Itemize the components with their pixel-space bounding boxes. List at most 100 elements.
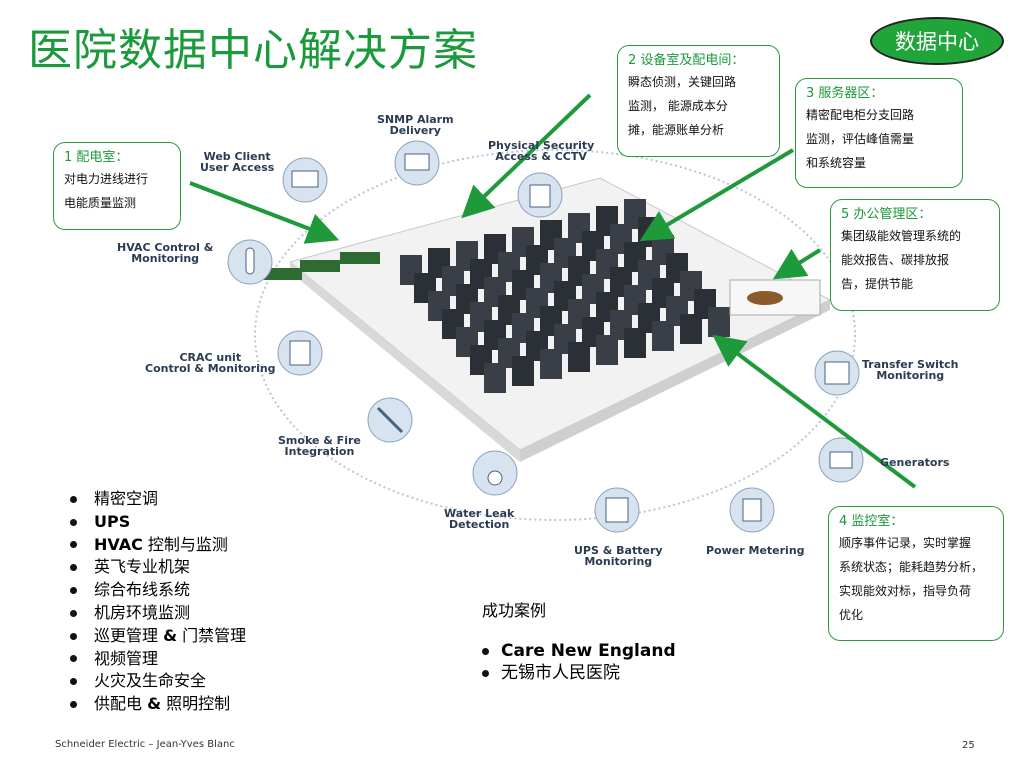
transfer-switch-icon xyxy=(814,350,860,396)
hvac-icon xyxy=(227,239,273,285)
server-racks xyxy=(400,199,730,393)
ups-battery-label: UPS & Battery Monitoring xyxy=(574,544,663,568)
feature-text: 综合布线系统 xyxy=(94,580,191,600)
generator-icon xyxy=(818,437,864,483)
hvac-label: HVAC Control & Monitoring xyxy=(117,241,214,265)
feature-text: 门禁管理 xyxy=(177,625,247,645)
cases-heading: 成功案例 xyxy=(482,601,547,620)
callout-server-area: 3 服务器区： 精密配电柜分支回路 监测，评估峰值需量 和系统容量 xyxy=(795,78,963,188)
bullet-icon xyxy=(482,647,489,655)
snmp-label: SNMP Alarm Delivery xyxy=(377,113,454,137)
feature-text: 机房环境监测 xyxy=(94,602,191,622)
callout-line: 告，提供节能 xyxy=(841,277,914,291)
callout-line: 实现能效对标，指导负荷 xyxy=(839,584,972,598)
crac-label: CRAC unit Control & Monitoring xyxy=(145,351,276,375)
feature-item: 供配电 & 照明控制 xyxy=(70,693,246,716)
ups-battery-icon xyxy=(594,487,640,533)
feature-text: 火灾及生命安全 xyxy=(94,671,207,691)
case-item: 无锡市人民医院 xyxy=(482,662,676,684)
feature-text: 供配电 xyxy=(94,694,148,714)
server-rack xyxy=(624,328,646,358)
arrow-3 xyxy=(639,148,795,242)
bullet-icon xyxy=(70,495,77,503)
server-rack xyxy=(680,314,702,344)
bullet-icon xyxy=(70,564,77,572)
feature-text: 控制与监测 xyxy=(142,534,228,554)
server-rack xyxy=(568,342,590,372)
power-metering-label: Power Metering xyxy=(706,544,805,557)
snmp-icon xyxy=(394,140,440,186)
power-meter-icon xyxy=(729,487,775,533)
bullet-icon xyxy=(70,678,77,686)
water-leak-icon xyxy=(472,450,518,496)
callout-line: 能效报告、碳排放报 xyxy=(841,253,950,267)
callout-line: 监测，评估峰值需量 xyxy=(806,132,915,146)
physical-security-label: Physical Security Access & CCTV xyxy=(488,139,595,163)
bullet-icon xyxy=(70,518,77,526)
feature-text: & xyxy=(163,625,178,645)
feature-item: 视频管理 xyxy=(70,648,246,671)
case-text: 无锡市人民医院 xyxy=(501,663,620,683)
callout-line: 对电力进线进行 xyxy=(64,172,149,186)
callout-equipment-room: 2 设备室及配电间： 瞬态侦测，关键回路 监测， 能源成本分 摊，能源账单分析 xyxy=(617,45,780,157)
callout-line: 优化 xyxy=(839,608,864,622)
bullet-icon xyxy=(70,587,77,595)
page-number: 25 xyxy=(962,740,975,751)
feature-item: 火灾及生命安全 xyxy=(70,670,246,693)
bullet-icon xyxy=(70,609,77,617)
callout-title: 1 配电室： xyxy=(64,150,129,165)
arrow-1 xyxy=(189,181,340,244)
section-badge: 数据中心 xyxy=(870,17,1004,65)
callout-line: 瞬态侦测，关键回路 xyxy=(628,75,737,89)
callout-line: 摊，能源账单分析 xyxy=(628,123,725,137)
bullet-icon xyxy=(70,655,77,663)
callout-line: 精密配电柜分支回路 xyxy=(806,108,915,122)
bullet-icon xyxy=(70,701,77,709)
server-rack xyxy=(652,321,674,351)
feature-item: 精密空调 xyxy=(70,488,246,511)
feature-text: HVAC xyxy=(94,534,143,554)
callout-office-area: 5 办公管理区： 集团级能效管理系统的 能效报告、碳排放报 告，提供节能 xyxy=(830,199,1000,311)
feature-item: UPS xyxy=(70,511,246,534)
callout-line: 顺序事件记录，实时掌握 xyxy=(839,536,972,550)
feature-item: HVAC 控制与监测 xyxy=(70,534,246,557)
web-client-icon xyxy=(282,157,328,203)
binary-ring xyxy=(254,149,856,521)
callout-power-room: 1 配电室： 对电力进线进行 电能质量监测 xyxy=(53,142,181,230)
arrow-5 xyxy=(772,248,822,280)
feature-item: 综合布线系统 xyxy=(70,579,246,602)
feature-text: UPS xyxy=(94,511,131,531)
web-client-label: Web Client User Access xyxy=(200,150,275,174)
server-rack xyxy=(540,349,562,379)
feature-item: 巡更管理 & 门禁管理 xyxy=(70,625,246,648)
callout-title: 4 监控室： xyxy=(839,514,904,529)
feature-item: 英飞专业机架 xyxy=(70,556,246,579)
smoke-fire-icon xyxy=(367,397,413,443)
bullet-icon xyxy=(70,541,77,549)
callout-control-room: 4 监控室： 顺序事件记录，实时掌握 系统状态；能耗趋势分析， 实现能效对标，指… xyxy=(828,506,1004,641)
callout-line: 监测， 能源成本分 xyxy=(628,99,728,113)
callout-title: 5 办公管理区： xyxy=(841,207,932,222)
callout-title: 2 设备室及配电间： xyxy=(628,53,745,68)
feature-text: 视频管理 xyxy=(94,648,159,668)
callout-line: 和系统容量 xyxy=(806,156,867,170)
generators-label: Generators xyxy=(880,456,950,469)
callout-title: 3 服务器区： xyxy=(806,86,884,101)
crac-icon xyxy=(277,330,323,376)
bullet-icon xyxy=(482,669,489,677)
callout-line: 电能质量监测 xyxy=(64,196,137,210)
server-rack xyxy=(512,356,534,386)
arrow-4 xyxy=(712,334,917,489)
case-text: Care New England xyxy=(501,641,676,661)
feature-text: 巡更管理 xyxy=(94,625,164,645)
smoke-fire-label: Smoke & Fire Integration xyxy=(278,434,361,458)
server-rack xyxy=(484,363,506,393)
power-room-equipment xyxy=(262,252,380,280)
bullet-icon xyxy=(70,632,77,640)
feature-text: 照明控制 xyxy=(161,694,231,714)
callout-line: 集团级能效管理系统的 xyxy=(841,229,962,243)
callout-line: 系统状态；能耗趋势分析， xyxy=(839,560,984,574)
water-leak-label: Water Leak Detection xyxy=(444,507,515,531)
